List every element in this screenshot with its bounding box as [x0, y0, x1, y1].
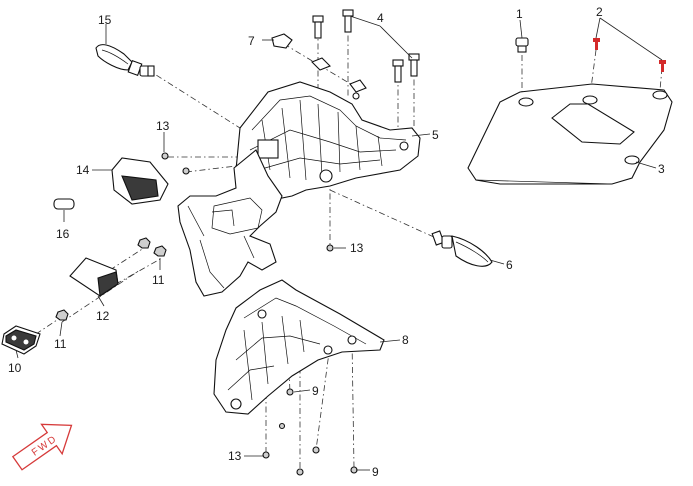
reflector[interactable] [69, 257, 119, 297]
clip-7[interactable] [271, 33, 367, 93]
label-11-upper: 11 [152, 273, 165, 287]
screws-9-13-lower[interactable] [262, 244, 358, 476]
label-16: 16 [56, 227, 70, 241]
screw-2-highlighted[interactable] [593, 38, 666, 72]
label-9-upper: 9 [312, 384, 319, 398]
label-11-lower: 11 [54, 337, 67, 351]
label-10: 10 [8, 361, 22, 375]
rear-subframe-bracket[interactable] [235, 81, 421, 201]
label-4: 4 [377, 11, 384, 25]
label-13-middle: 13 [350, 241, 364, 255]
label-7: 7 [248, 34, 255, 48]
label-3: 3 [658, 162, 665, 176]
label-14: 14 [76, 163, 90, 177]
label-15: 15 [98, 13, 112, 27]
nut-11[interactable] [55, 237, 167, 321]
forward-direction-arrow: FWD [11, 423, 73, 471]
lower-mudguard[interactable] [213, 279, 385, 415]
plate-bracket[interactable] [1, 325, 41, 355]
rear-fender[interactable] [177, 149, 283, 297]
license-plate-light[interactable] [111, 157, 169, 205]
grommet-1[interactable] [515, 37, 529, 53]
turn-signal-right[interactable] [431, 230, 493, 267]
label-13-upper: 13 [156, 119, 170, 133]
rubber-pad[interactable] [53, 198, 75, 210]
label-6: 6 [506, 258, 513, 272]
label-9-lower: 9 [372, 465, 379, 479]
screw-13-upper[interactable] [161, 152, 190, 175]
label-12: 12 [96, 309, 110, 323]
label-5: 5 [432, 128, 439, 142]
seat-cowl-cover[interactable] [467, 83, 673, 185]
label-8: 8 [402, 333, 409, 347]
label-2: 2 [596, 5, 603, 19]
label-13-lower: 13 [228, 449, 242, 463]
bolts-4[interactable] [312, 9, 420, 83]
part-labels: 15 1 2 3 4 5 6 7 8 9 9 10 11 11 12 13 13… [8, 5, 665, 479]
label-1: 1 [516, 7, 523, 21]
leader-lines [15, 15, 663, 471]
turn-signal-left[interactable] [95, 44, 155, 77]
